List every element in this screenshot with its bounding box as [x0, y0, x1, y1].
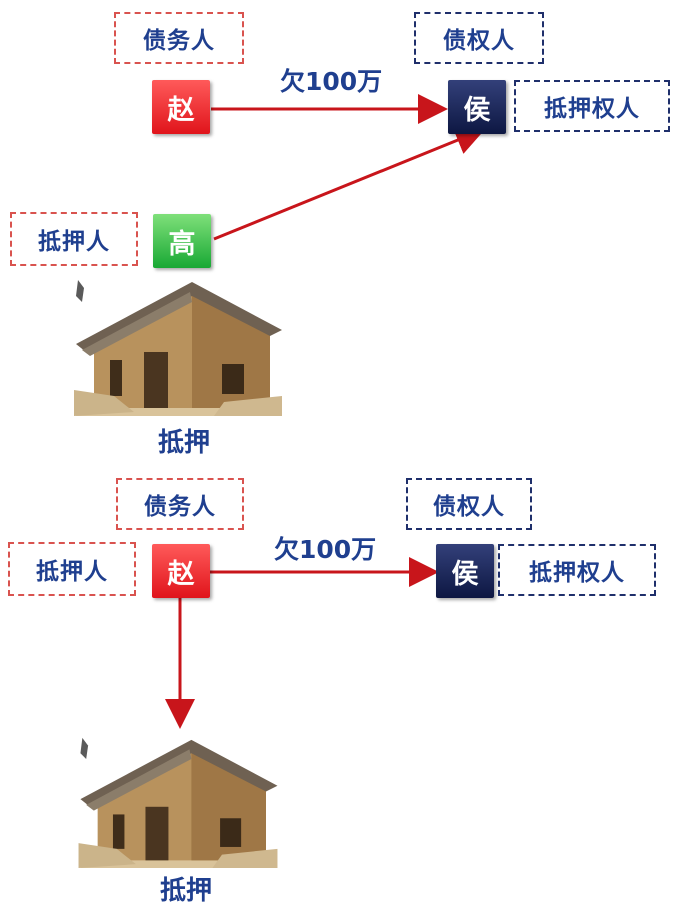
top-mortgagee-tag: 抵押权人 [514, 80, 670, 132]
bottom-creditor-tag: 债权人 [406, 478, 532, 530]
top-creditor-node: 侯 [448, 80, 506, 134]
bottom-edge-label: 欠100万 [274, 535, 377, 564]
top-mortgage-arrow [213, 126, 486, 241]
bottom-collateral-caption: 抵押 [160, 876, 213, 906]
top-mortgagor-node: 高 [153, 214, 211, 268]
top-debtor-node: 赵 [152, 80, 210, 134]
top-collateral-caption: 抵押 [158, 428, 211, 458]
bottom-mortgagor-tag: 抵押人 [8, 542, 136, 596]
top-debtor-tag: 债务人 [114, 12, 244, 64]
top-creditor-tag: 债权人 [414, 12, 544, 64]
top-house-image [74, 278, 282, 416]
bottom-debtor-node: 赵 [152, 544, 210, 598]
bottom-creditor-node: 侯 [436, 544, 494, 598]
bottom-house-image [78, 736, 278, 868]
top-mortgagor-tag: 抵押人 [10, 212, 138, 266]
top-edge-label: 欠100万 [280, 67, 383, 96]
bottom-mortgagee-tag: 抵押权人 [498, 544, 656, 596]
bottom-debtor-tag: 债务人 [116, 478, 244, 530]
